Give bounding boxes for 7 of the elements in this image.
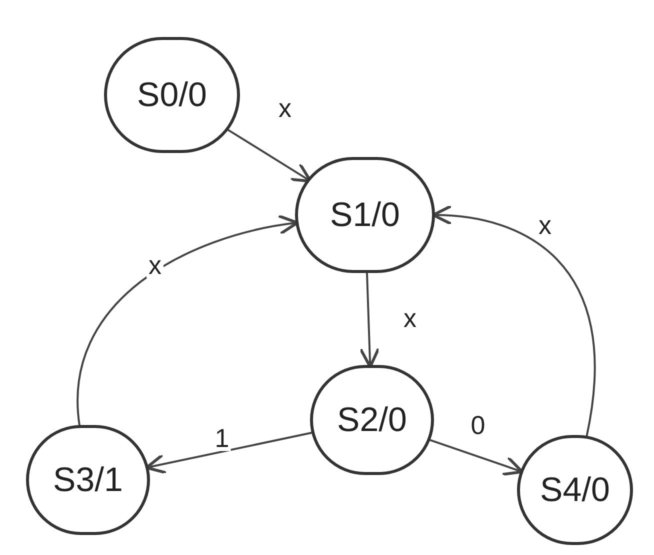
arrow bbox=[226, 128, 312, 183]
state-label: S0/0 bbox=[137, 74, 207, 116]
state-label: S3/1 bbox=[53, 460, 123, 500]
state-label: S2/0 bbox=[337, 400, 407, 440]
state-label: S4/0 bbox=[540, 470, 610, 510]
arrow bbox=[429, 438, 524, 476]
state-label: S1/0 bbox=[330, 194, 400, 236]
